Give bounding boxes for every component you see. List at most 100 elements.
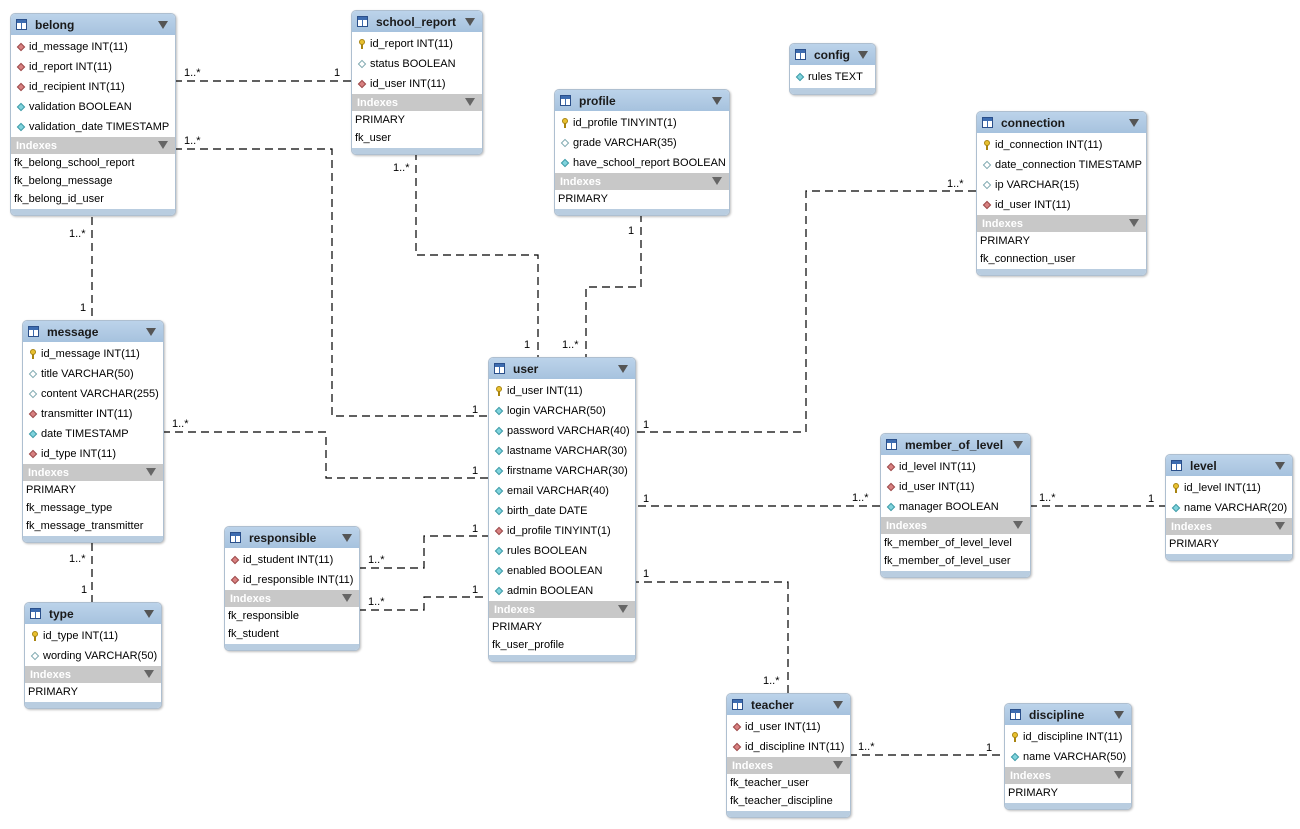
index-row[interactable]: fk_student — [228, 628, 279, 640]
column-row[interactable]: name VARCHAR(20) — [1166, 498, 1292, 518]
index-row[interactable]: fk_member_of_level_level — [884, 537, 1012, 549]
table-header[interactable]: belong — [11, 14, 175, 35]
column-row[interactable]: ip VARCHAR(15) — [977, 175, 1146, 195]
table-header[interactable]: teacher — [727, 694, 850, 715]
indexes-header[interactable]: Indexes — [977, 215, 1146, 232]
collapse-arrow-icon[interactable] — [1275, 462, 1285, 470]
index-row[interactable]: PRIMARY — [558, 193, 608, 205]
table-header[interactable]: discipline — [1005, 704, 1131, 725]
column-row[interactable]: id_user INT(11) — [352, 74, 482, 94]
table-header[interactable]: connection — [977, 112, 1146, 133]
indexes-header[interactable]: Indexes — [1166, 518, 1292, 535]
column-row[interactable]: content VARCHAR(255) — [23, 384, 163, 404]
collapse-arrow-icon[interactable] — [144, 670, 154, 678]
column-row[interactable]: manager BOOLEAN — [881, 497, 1030, 517]
collapse-arrow-icon[interactable] — [144, 610, 154, 618]
relationship-line-message-user[interactable] — [162, 431, 488, 479]
indexes-header[interactable]: Indexes — [1005, 767, 1131, 784]
index-row[interactable]: fk_teacher_discipline — [730, 795, 833, 807]
index-row[interactable]: fk_responsible — [228, 610, 299, 622]
index-row[interactable]: PRIMARY — [1008, 787, 1058, 799]
table-header[interactable]: responsible — [225, 527, 359, 548]
column-row[interactable]: admin BOOLEAN — [489, 581, 635, 601]
column-row[interactable]: grade VARCHAR(35) — [555, 133, 729, 153]
index-row[interactable]: PRIMARY — [492, 621, 542, 633]
column-row[interactable]: id_user INT(11) — [881, 477, 1030, 497]
collapse-arrow-icon[interactable] — [833, 761, 843, 769]
indexes-header[interactable]: Indexes — [25, 666, 161, 683]
column-row[interactable]: id_discipline INT(11) — [727, 737, 850, 757]
column-row[interactable]: transmitter INT(11) — [23, 404, 163, 424]
table-header[interactable]: type — [25, 603, 161, 624]
collapse-arrow-icon[interactable] — [1013, 441, 1023, 449]
index-row[interactable]: fk_belong_id_user — [14, 193, 104, 205]
indexes-header[interactable]: Indexes — [352, 94, 482, 111]
index-row[interactable]: fk_member_of_level_user — [884, 555, 1011, 567]
index-row[interactable]: PRIMARY — [355, 114, 405, 126]
column-row[interactable]: email VARCHAR(40) — [489, 481, 635, 501]
collapse-arrow-icon[interactable] — [146, 328, 156, 336]
column-row[interactable]: id_recipient INT(11) — [11, 77, 175, 97]
indexes-header[interactable]: Indexes — [11, 137, 175, 154]
index-row[interactable]: PRIMARY — [1169, 538, 1219, 550]
indexes-header[interactable]: Indexes — [881, 517, 1030, 534]
collapse-arrow-icon[interactable] — [712, 97, 722, 105]
column-row[interactable]: wording VARCHAR(50) — [25, 646, 161, 666]
collapse-arrow-icon[interactable] — [146, 468, 156, 476]
column-row[interactable]: id_user INT(11) — [727, 717, 850, 737]
column-row[interactable]: id_type INT(11) — [23, 444, 163, 464]
collapse-arrow-icon[interactable] — [1129, 119, 1139, 127]
collapse-arrow-icon[interactable] — [1129, 219, 1139, 227]
column-row[interactable]: id_report INT(11) — [352, 34, 482, 54]
collapse-arrow-icon[interactable] — [1013, 521, 1023, 529]
indexes-header[interactable]: Indexes — [225, 590, 359, 607]
column-row[interactable]: id_level INT(11) — [881, 457, 1030, 477]
column-row[interactable]: validation_date TIMESTAMP — [11, 117, 175, 137]
table-header[interactable]: config — [790, 44, 875, 65]
column-row[interactable]: id_responsible INT(11) — [225, 570, 359, 590]
table-header[interactable]: profile — [555, 90, 729, 111]
column-row[interactable]: id_report INT(11) — [11, 57, 175, 77]
column-row[interactable]: login VARCHAR(50) — [489, 401, 635, 421]
column-row[interactable]: id_discipline INT(11) — [1005, 727, 1131, 747]
collapse-arrow-icon[interactable] — [712, 177, 722, 185]
index-row[interactable]: fk_user_profile — [492, 639, 565, 651]
column-row[interactable]: enabled BOOLEAN — [489, 561, 635, 581]
index-row[interactable]: PRIMARY — [980, 235, 1030, 247]
column-row[interactable]: rules BOOLEAN — [489, 541, 635, 561]
column-row[interactable]: id_level INT(11) — [1166, 478, 1292, 498]
indexes-header[interactable]: Indexes — [489, 601, 635, 618]
column-row[interactable]: name VARCHAR(50) — [1005, 747, 1131, 767]
column-row[interactable]: id_profile TINYINT(1) — [489, 521, 635, 541]
collapse-arrow-icon[interactable] — [342, 534, 352, 542]
table-header[interactable]: level — [1166, 455, 1292, 476]
collapse-arrow-icon[interactable] — [465, 98, 475, 106]
column-row[interactable]: have_school_report BOOLEAN — [555, 153, 729, 173]
column-row[interactable]: id_user INT(11) — [489, 381, 635, 401]
index-row[interactable]: fk_connection_user — [980, 253, 1076, 265]
column-row[interactable]: firstname VARCHAR(30) — [489, 461, 635, 481]
collapse-arrow-icon[interactable] — [858, 51, 868, 59]
column-row[interactable]: id_message INT(11) — [23, 344, 163, 364]
column-row[interactable]: rules TEXT — [790, 67, 875, 87]
table-header[interactable]: member_of_level — [881, 434, 1030, 455]
column-row[interactable]: validation BOOLEAN — [11, 97, 175, 117]
relationship-line-connection-user[interactable] — [634, 190, 976, 433]
index-row[interactable]: fk_message_transmitter — [26, 520, 144, 532]
column-row[interactable]: title VARCHAR(50) — [23, 364, 163, 384]
column-row[interactable]: birth_date DATE — [489, 501, 635, 521]
column-row[interactable]: id_type INT(11) — [25, 626, 161, 646]
collapse-arrow-icon[interactable] — [833, 701, 843, 709]
collapse-arrow-icon[interactable] — [158, 21, 168, 29]
collapse-arrow-icon[interactable] — [342, 594, 352, 602]
collapse-arrow-icon[interactable] — [1114, 711, 1124, 719]
index-row[interactable]: fk_message_type — [26, 502, 113, 514]
